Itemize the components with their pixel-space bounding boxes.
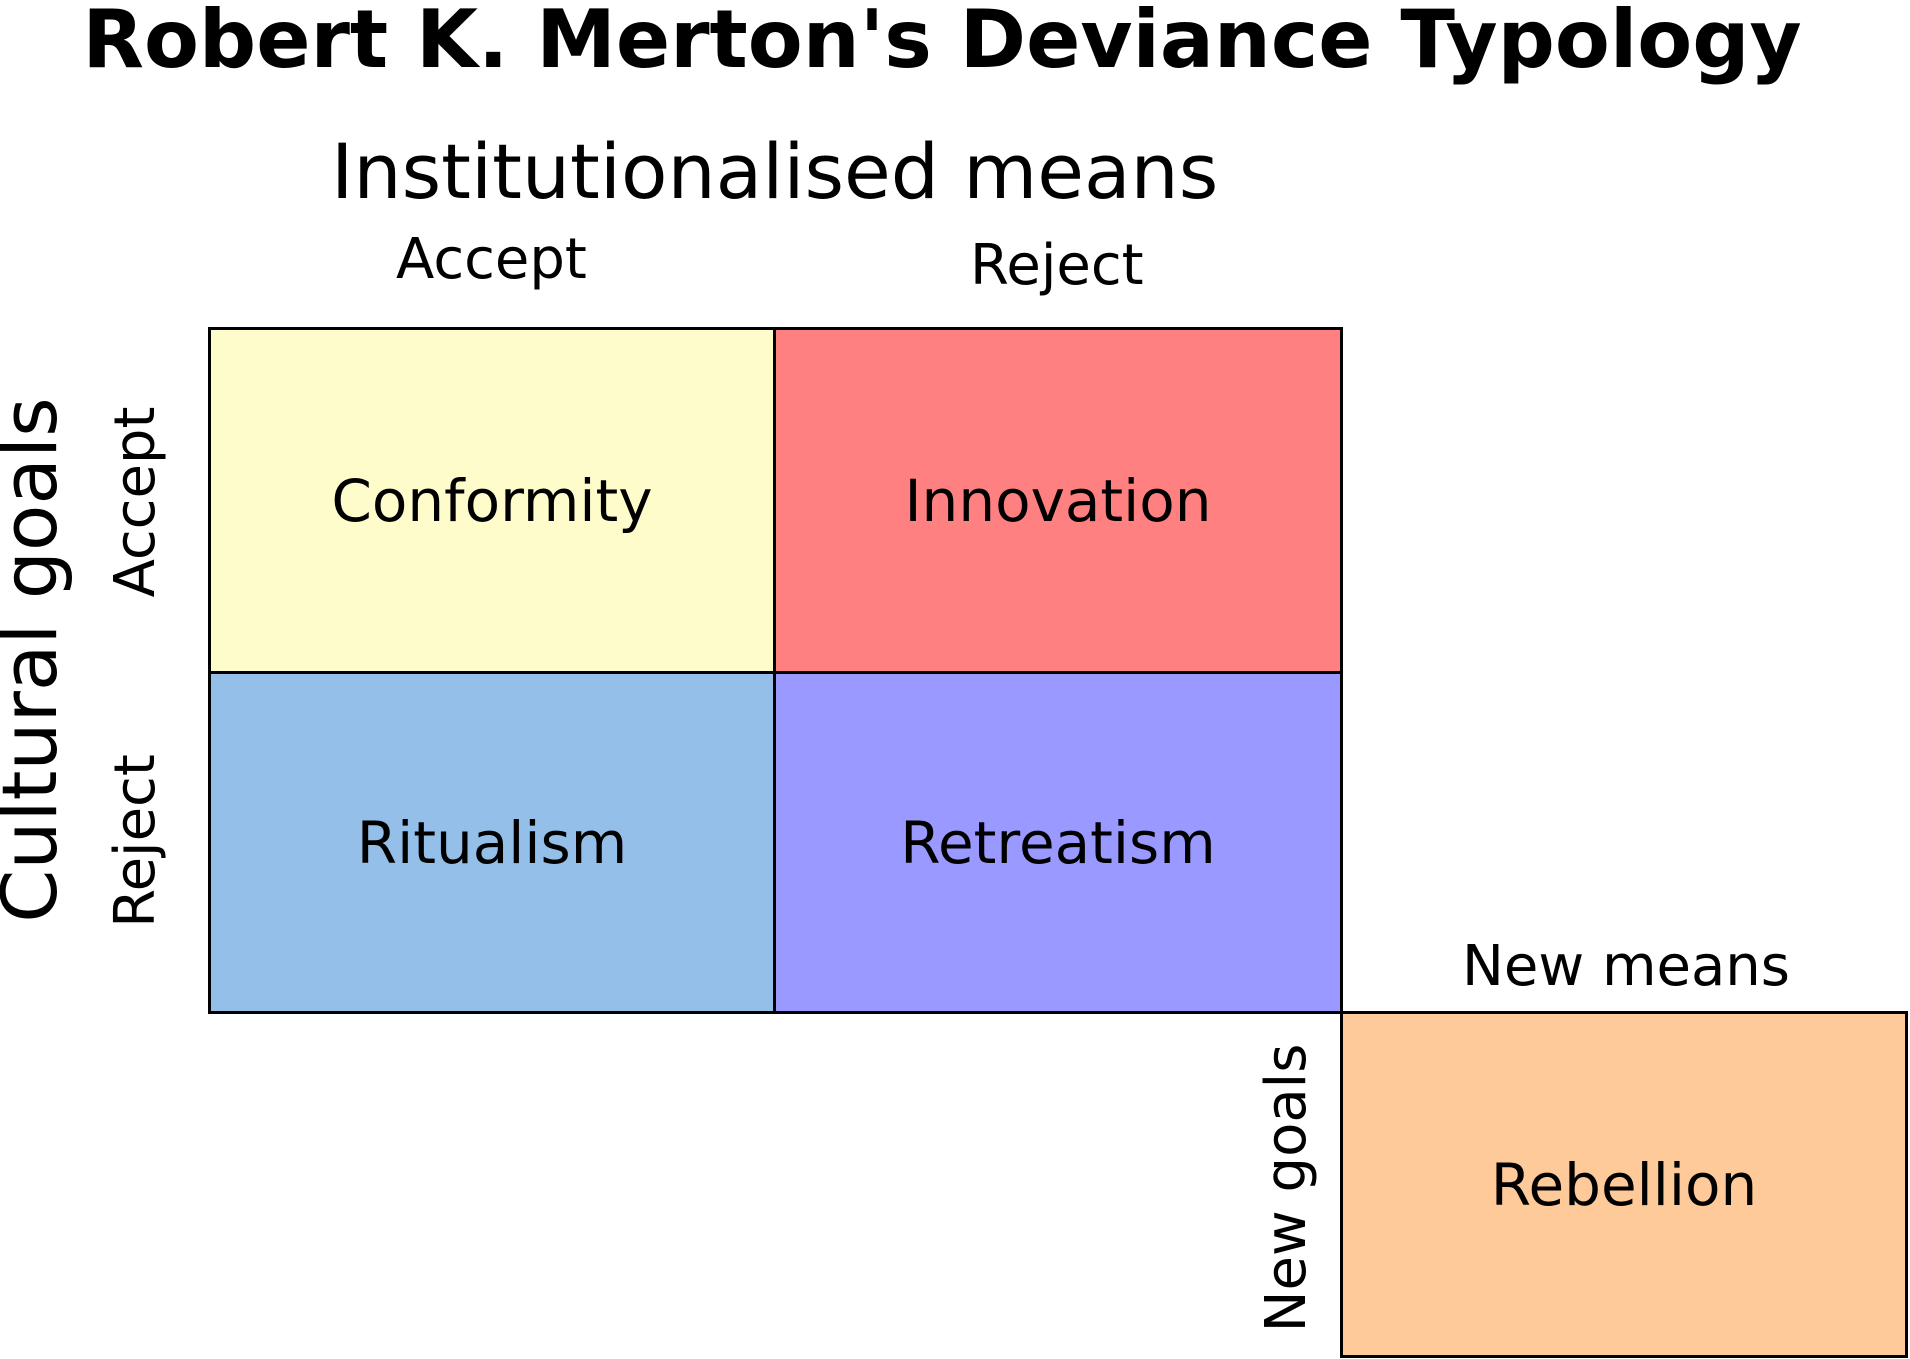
cultural-goals-heading: Cultural goals — [0, 397, 74, 923]
diagram-title: Robert K. Merton's Deviance Typology — [82, 0, 1802, 86]
row-reject-label: Reject — [103, 754, 168, 928]
ritualism-cell: Ritualism — [208, 671, 776, 1014]
innovation-cell: Innovation — [773, 327, 1343, 674]
retreatism-label: Retreatism — [900, 808, 1216, 877]
rebellion-label: Rebellion — [1490, 1150, 1758, 1219]
conformity-label: Conformity — [331, 466, 653, 535]
new-goals-label: New goals — [1254, 1043, 1319, 1333]
retreatism-cell: Retreatism — [773, 671, 1343, 1014]
conformity-cell: Conformity — [208, 327, 776, 674]
innovation-label: Innovation — [904, 466, 1212, 535]
column-accept-label: Accept — [396, 227, 587, 292]
institutionalised-means-heading: Institutionalised means — [331, 127, 1219, 216]
row-accept-label: Accept — [103, 406, 168, 598]
ritualism-label: Ritualism — [356, 808, 628, 877]
rebellion-cell: Rebellion — [1340, 1011, 1908, 1358]
column-reject-label: Reject — [970, 233, 1144, 298]
new-means-label: New means — [1462, 934, 1790, 999]
